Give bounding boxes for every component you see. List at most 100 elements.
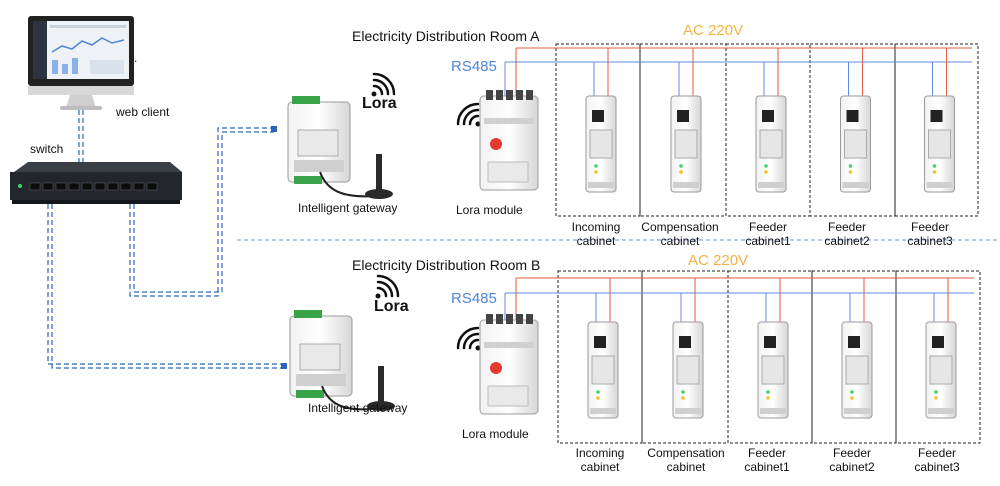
web-client-label: web client — [116, 105, 170, 119]
meter-b-1-base — [590, 408, 616, 414]
lora-module-b-terminal — [516, 314, 523, 324]
meter-a-3-display — [759, 129, 783, 159]
gateway-a-label: Intelligent gateway — [298, 201, 398, 215]
monitor-icon — [28, 16, 134, 110]
meter-b-4-led — [850, 390, 854, 394]
meter-a-4-display — [844, 129, 867, 159]
wifi-icon-module-a — [456, 102, 481, 127]
lora-module-b-terminal — [506, 314, 513, 324]
port-gateway-a — [271, 126, 277, 132]
lora-module-b-terminal — [496, 314, 503, 324]
cabinet-box-a-4 — [809, 43, 896, 217]
lora-module-b-panel — [487, 385, 529, 407]
cabinet-box-b-5 — [895, 270, 981, 444]
link-switch-gateway-a — [129, 127, 274, 297]
meter-a-2-led — [679, 170, 683, 174]
gateway-b-label: Intelligent gateway — [308, 401, 408, 415]
switch-device-icon — [10, 162, 182, 204]
link-pc-switch — [78, 110, 84, 162]
meter-b-5-led — [934, 390, 938, 394]
room-b-rs485-label: RS485 — [451, 290, 497, 307]
lora-module-a-terminal — [506, 90, 513, 100]
meter-a-2-display — [674, 129, 698, 159]
meter-b-2-led — [681, 390, 685, 394]
lora-module-b-terminal — [526, 314, 533, 324]
meter-b-4-qr — [848, 336, 860, 348]
meter-b-5-base — [928, 408, 954, 414]
meter-a-2-base — [673, 182, 699, 188]
lora-module-a-brand-strip — [484, 118, 534, 124]
link-switch-gateway-b — [47, 204, 284, 369]
room-b-drawing — [479, 270, 981, 444]
room-a-rs485-label: RS485 — [451, 58, 497, 75]
meter-a-1-led — [594, 170, 598, 174]
meter-b-4-led — [850, 396, 854, 400]
gateway-a-device-icon — [287, 96, 393, 199]
lora-module-a-terminal — [526, 90, 533, 100]
network-links — [47, 110, 284, 369]
meter-a-5-base — [926, 182, 953, 188]
meter-b-5-qr — [932, 336, 944, 348]
meter-a-5-led — [932, 164, 937, 168]
meter-b-2-base — [675, 408, 701, 414]
meter-b-5-led — [934, 396, 938, 400]
meter-a-3-qr — [762, 110, 774, 122]
meter-b-5-display — [929, 355, 953, 385]
wifi-icon-gateway-b — [375, 274, 400, 299]
meter-a-2-led — [679, 164, 683, 168]
meter-a-3-led — [764, 170, 768, 174]
meter-b-1-led — [596, 390, 600, 394]
meter-a-4-led — [848, 170, 853, 174]
lora-module-b-red-button — [490, 362, 502, 374]
meter-a-1-qr — [592, 110, 604, 122]
lora-module-a-terminal — [496, 90, 503, 100]
meter-b-2-qr — [679, 336, 691, 348]
meter-a-5-display — [928, 129, 951, 159]
meter-a-4-base — [842, 182, 869, 188]
room-a-drawing — [479, 43, 979, 217]
lora-module-a-terminal — [516, 90, 523, 100]
meter-b-3-led — [766, 390, 770, 394]
room-a-ac-label: AC 220V — [683, 22, 744, 39]
room-b-title: Electricity Distribution Room B — [352, 257, 541, 273]
lora-module-a-terminal — [486, 90, 493, 100]
wifi-icon-module-b — [456, 326, 481, 351]
meter-b-3-base — [760, 408, 786, 414]
meter-a-1-base — [588, 182, 614, 188]
meter-a-2-qr — [677, 110, 689, 122]
meter-a-1-display — [589, 129, 613, 159]
switch-label: switch — [30, 142, 64, 156]
lora-module-b-terminal — [486, 314, 493, 324]
cabinet-box-a-5 — [894, 43, 979, 217]
lora-label-b: Lora — [374, 298, 409, 315]
meter-b-1-led — [596, 396, 600, 400]
meter-b-3-led — [766, 396, 770, 400]
gateway-b-device-icon — [289, 310, 395, 411]
meter-b-4-base — [844, 408, 870, 414]
lora-module-b-brand-strip — [484, 342, 534, 348]
room-b-ac-label: AC 220V — [688, 252, 749, 269]
meter-a-4-led — [848, 164, 853, 168]
lora-module-b-label: Lora module — [462, 427, 529, 441]
meter-a-3-base — [758, 182, 784, 188]
meter-b-3-display — [761, 355, 785, 385]
meter-b-2-led — [681, 396, 685, 400]
lora-module-a-panel — [487, 161, 529, 183]
lora-module-a-red-button — [490, 138, 502, 150]
lora-label-a: Lora — [362, 95, 397, 112]
wifi-icon-gateway-a — [371, 72, 396, 97]
meter-a-1-led — [594, 164, 598, 168]
meter-b-4-display — [845, 355, 869, 385]
port-gateway-b — [281, 363, 287, 369]
meter-b-3-qr — [764, 336, 776, 348]
meter-b-1-qr — [594, 336, 606, 348]
